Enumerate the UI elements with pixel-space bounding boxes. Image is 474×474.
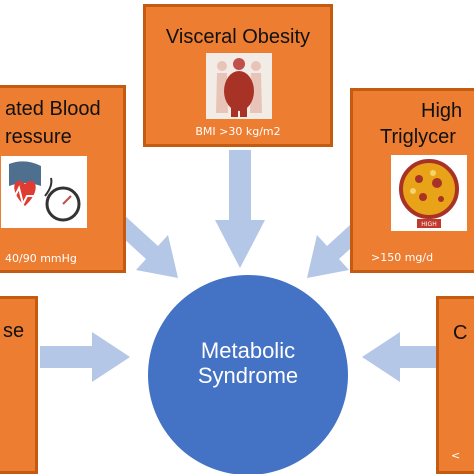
triglycerides-title-line2: Triglycer: [380, 126, 456, 148]
center-label-line1: Metabolic: [200, 338, 296, 363]
metabolic-syndrome-label: Metabolic Syndrome: [148, 338, 348, 388]
triglycerides-blood-icon: HIGH: [391, 155, 467, 231]
arrow-bottom-right-to-center: [362, 332, 442, 382]
triglycerides-title-line1: High: [421, 100, 463, 122]
visceral-obesity-criteria: BMI >30 kg/m2: [195, 125, 281, 138]
metabolic-syndrome-circle: [148, 275, 348, 474]
triglycerides-box: High Triglycer HIGH >150 mg/d: [350, 88, 474, 273]
blood-pressure-title-line2: ressure: [5, 126, 72, 148]
visceral-obesity-box: Visceral Obesity BMI >30 kg/m2: [143, 4, 333, 147]
center-label-line2: Syndrome: [197, 363, 299, 388]
blood-pressure-box: ated Blood ressure 40/90 mmHg: [0, 85, 126, 273]
cholesterol-title: C: [453, 322, 468, 344]
visceral-obesity-title: Visceral Obesity: [165, 26, 311, 48]
arrow-top-to-center: [215, 150, 265, 268]
arrow-bottom-left-to-center: [40, 332, 130, 382]
obesity-figure-icon: [206, 53, 272, 119]
blood-pressure-title-line1: ated Blood: [5, 98, 101, 120]
triglycerides-image-label: HIGH: [421, 221, 436, 228]
blood-pressure-criteria: 40/90 mmHg: [5, 252, 77, 265]
cholesterol-criteria: <: [451, 449, 461, 462]
cholesterol-box: C <: [436, 296, 474, 474]
blood-pressure-monitor-icon: [1, 156, 87, 228]
glucose-box: se: [0, 296, 38, 474]
glucose-title: se: [3, 320, 25, 342]
triglycerides-criteria: >150 mg/d: [371, 251, 434, 264]
